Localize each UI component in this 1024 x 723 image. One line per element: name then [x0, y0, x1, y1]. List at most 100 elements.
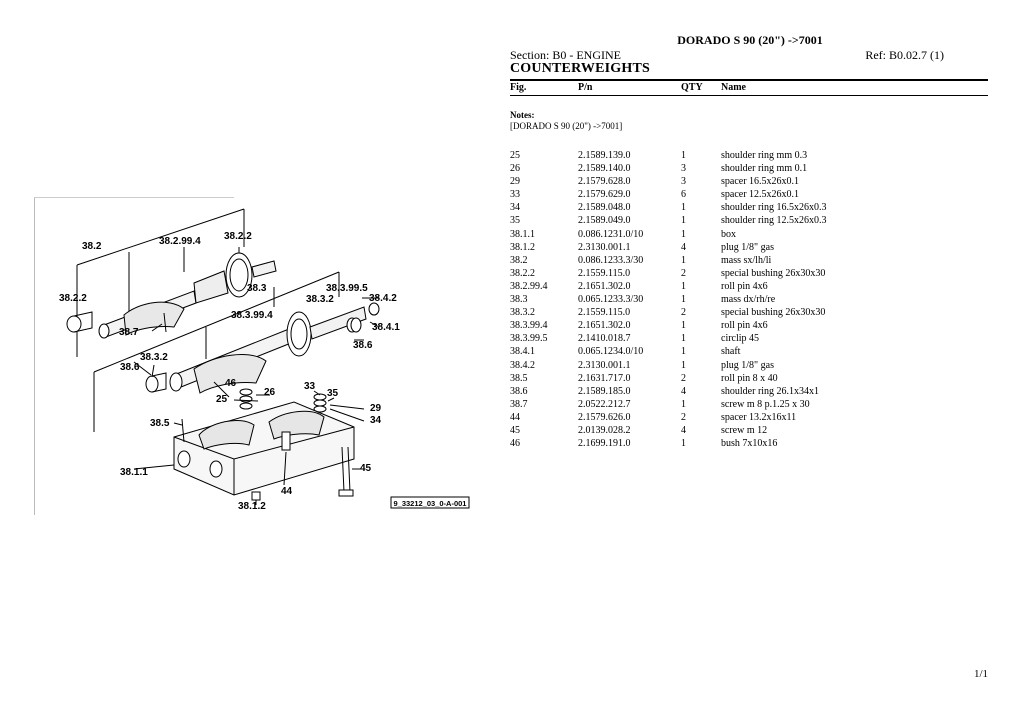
- cell-fig: 38.1.1: [510, 228, 535, 240]
- cell-name: circlip 45: [721, 333, 760, 345]
- column-header-qty: QTY: [681, 82, 703, 93]
- cell-name: shoulder ring mm 0.1: [721, 163, 808, 175]
- cell-pn: 2.0139.028.2: [578, 424, 631, 436]
- cell-pn: 2.1579.626.0: [578, 411, 631, 423]
- counterweight-drawing: 38.238.2.99.438.2.238.2.238.338.3.99.538…: [59, 208, 470, 512]
- part-callout: 44: [281, 486, 293, 497]
- cell-fig: 38.2.2: [510, 267, 535, 279]
- cell-name: screw m 12: [721, 424, 768, 436]
- cell-name: screw m 8 p.1.25 x 30: [721, 398, 810, 410]
- cell-qty: 2: [681, 411, 686, 423]
- cell-name: shoulder ring 26.1x34x1: [721, 385, 820, 397]
- table-row: 38.1.2 2.3130.001.1 4 plug 1/8" gas: [510, 242, 990, 255]
- part-callout: 38.4.2: [369, 293, 397, 304]
- cell-pn: 0.065.1233.3/30: [578, 294, 644, 306]
- part-callout: 46: [225, 378, 237, 389]
- cell-name: plug 1/8" gas: [721, 241, 774, 253]
- cell-name: special bushing 26x30x30: [721, 267, 826, 279]
- cell-fig: 38.1.2: [510, 241, 535, 253]
- cell-qty: 4: [681, 241, 686, 253]
- cell-fig: 38.4.1: [510, 346, 535, 358]
- cell-name: plug 1/8" gas: [721, 359, 774, 371]
- section-label: Section: B0 - ENGINE: [510, 48, 621, 62]
- figure-border-top: [34, 197, 234, 198]
- cell-pn: 2.1579.628.0: [578, 176, 631, 188]
- cell-fig: 34: [510, 202, 520, 214]
- cell-qty: 6: [681, 189, 686, 201]
- cell-fig: 44: [510, 411, 520, 423]
- part-callout: 38.3.99.5: [326, 283, 368, 294]
- cell-name: special bushing 26x30x30: [721, 307, 826, 319]
- cell-qty: 2: [681, 307, 686, 319]
- part-callout: 38.5: [150, 418, 170, 429]
- cell-pn: 2.1651.302.0: [578, 280, 631, 292]
- cell-fig: 25: [510, 150, 520, 161]
- part-callout: 35: [327, 388, 339, 399]
- cell-name: roll pin 8 x 40: [721, 372, 778, 384]
- cell-fig: 38.2: [510, 254, 528, 266]
- cell-pn: 2.1589.140.0: [578, 163, 631, 175]
- cell-qty: 1: [681, 150, 686, 161]
- column-header-pn: P/n: [578, 82, 593, 93]
- cell-fig: 35: [510, 215, 520, 227]
- part-callout: 29: [370, 403, 382, 414]
- cell-name: mass sx/lh/li: [721, 254, 772, 266]
- cell-fig: 45: [510, 424, 520, 436]
- cell-pn: 2.3130.001.1: [578, 241, 631, 253]
- cell-qty: 1: [681, 294, 686, 306]
- cell-qty: 4: [681, 385, 686, 397]
- cell-name: box: [721, 228, 736, 240]
- part-callout: 38.1.1: [120, 467, 148, 478]
- cell-name: shoulder ring mm 0.3: [721, 150, 808, 161]
- cell-fig: 38.7: [510, 398, 528, 410]
- document-title: DORADO S 90 (20") ->7001: [677, 33, 823, 47]
- cell-name: bush 7x10x16: [721, 438, 778, 450]
- part-callout: 38.3.2: [140, 352, 168, 363]
- cell-pn: 2.3130.001.1: [578, 359, 631, 371]
- page-number: 1/1: [973, 668, 988, 680]
- cell-fig: 46: [510, 438, 520, 450]
- part-callout: 38.6: [353, 340, 373, 351]
- cell-qty: 1: [681, 320, 686, 332]
- cell-pn: 2.1651.302.0: [578, 320, 631, 332]
- cell-fig: 38.3.2: [510, 307, 535, 319]
- cell-pn: 2.1559.115.0: [578, 267, 631, 279]
- part-callout: 38.1.2: [238, 501, 266, 512]
- part-callout: 38.3.2: [306, 294, 334, 305]
- reference-label: Ref: B0.02.7 (1): [865, 48, 944, 62]
- cell-name: shaft: [721, 346, 741, 358]
- cell-qty: 1: [681, 215, 686, 227]
- cell-name: roll pin 4x6: [721, 280, 768, 292]
- cell-pn: 0.065.1234.0/10: [578, 346, 644, 358]
- header-rule: [510, 95, 988, 96]
- part-callout: 38.3.99.4: [231, 310, 273, 321]
- part-callout: 38.3: [247, 283, 267, 294]
- cell-name: spacer 12.5x26x0.1: [721, 189, 800, 201]
- part-callout: 38.4.1: [372, 322, 400, 333]
- cell-fig: 38.3.99.4: [510, 320, 548, 332]
- cell-qty: 1: [681, 398, 686, 410]
- cell-pn: 2.1579.629.0: [578, 189, 631, 201]
- cell-pn: 2.1699.191.0: [578, 438, 631, 450]
- cell-fig: 38.5: [510, 372, 528, 384]
- cell-pn: 0.086.1233.3/30: [578, 254, 644, 266]
- part-callout: 26: [264, 387, 276, 398]
- cell-name: spacer 16.5x26x0.1: [721, 176, 800, 188]
- cell-fig: 38.3: [510, 294, 528, 306]
- part-callout: 34: [370, 415, 382, 426]
- cell-fig: 26: [510, 163, 520, 175]
- part-callout: 38.7: [119, 327, 139, 338]
